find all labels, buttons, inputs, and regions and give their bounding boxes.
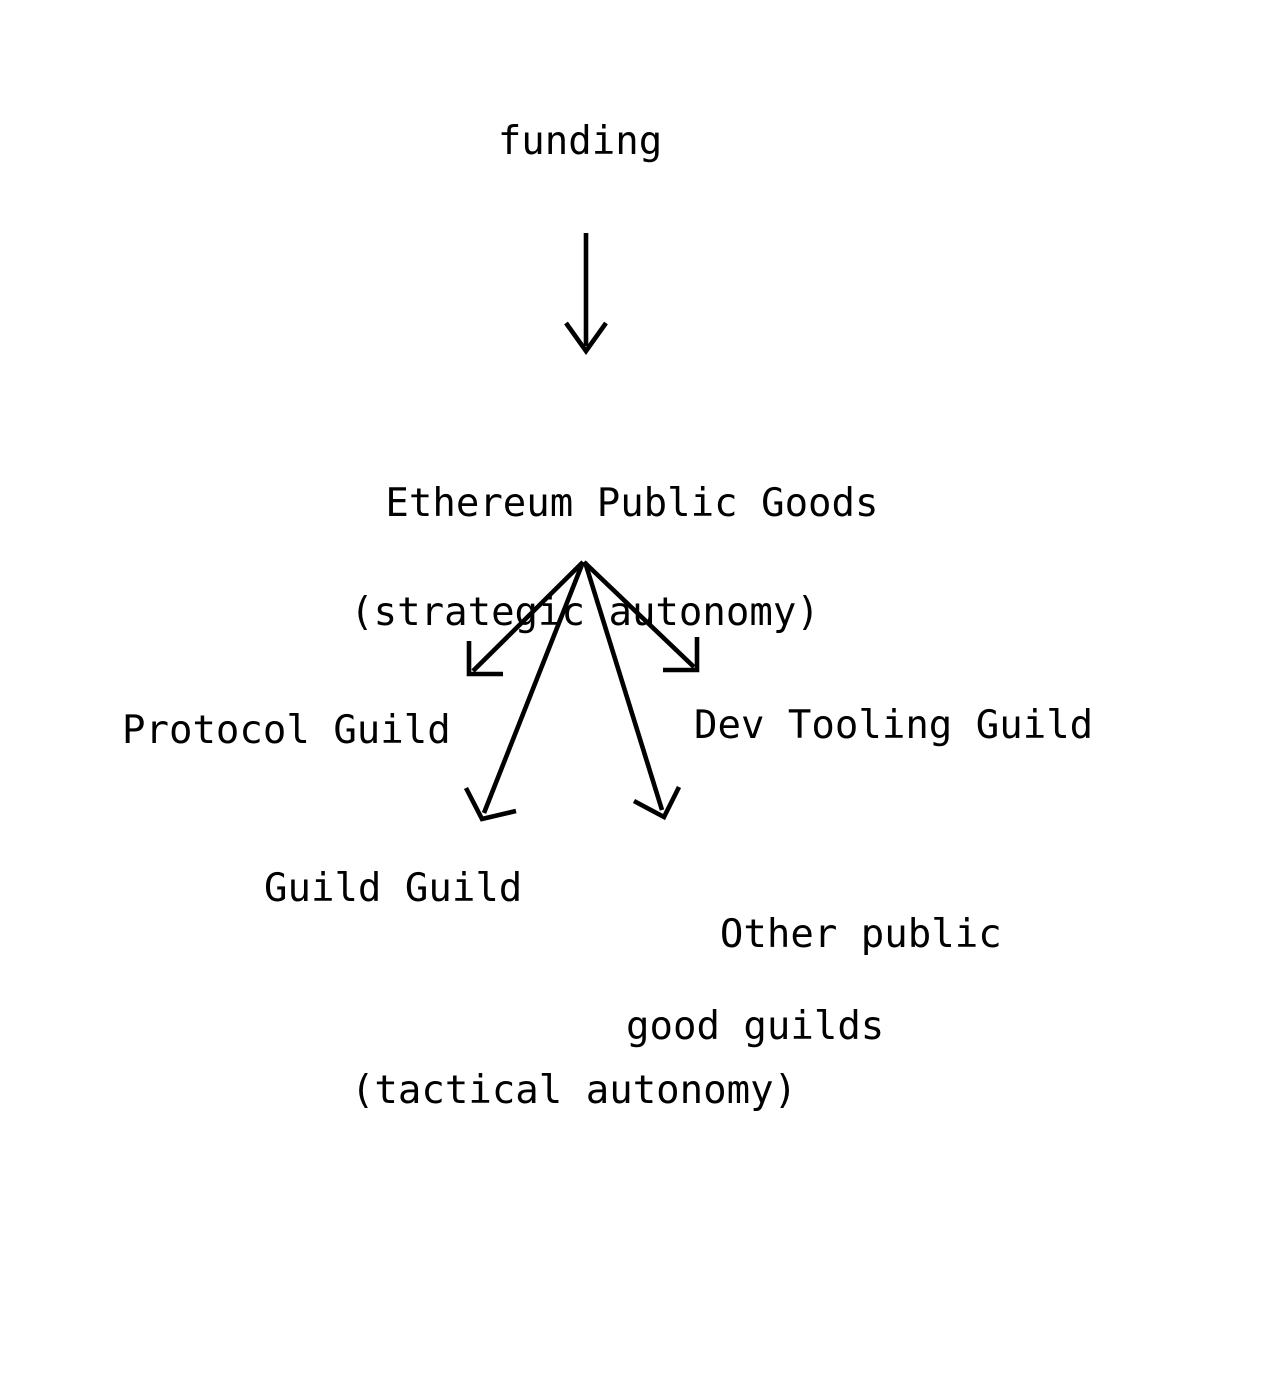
node-ethereum-title: Ethereum Public Goods (385, 481, 879, 527)
node-other-guilds-line1: Other public (719, 912, 1002, 957)
node-other-guilds-line2: good guilds (626, 1004, 885, 1049)
label-tactical-autonomy: (tactical autonomy) (350, 1068, 798, 1113)
node-other-public-good-guilds: Other public good guilds (626, 866, 1002, 1142)
edge-funding-to-root (564, 233, 608, 355)
node-protocol-guild: Protocol Guild (122, 708, 451, 753)
node-dev-tooling-guild: Dev Tooling Guild (694, 703, 1094, 748)
label-funding: funding (497, 119, 663, 164)
node-ethereum-subtitle: (strategic autonomy) (350, 590, 820, 636)
node-ethereum-public-goods: Ethereum Public Goods (strategic autonom… (0, 435, 1170, 728)
node-guild-guild: Guild Guild (264, 866, 523, 911)
